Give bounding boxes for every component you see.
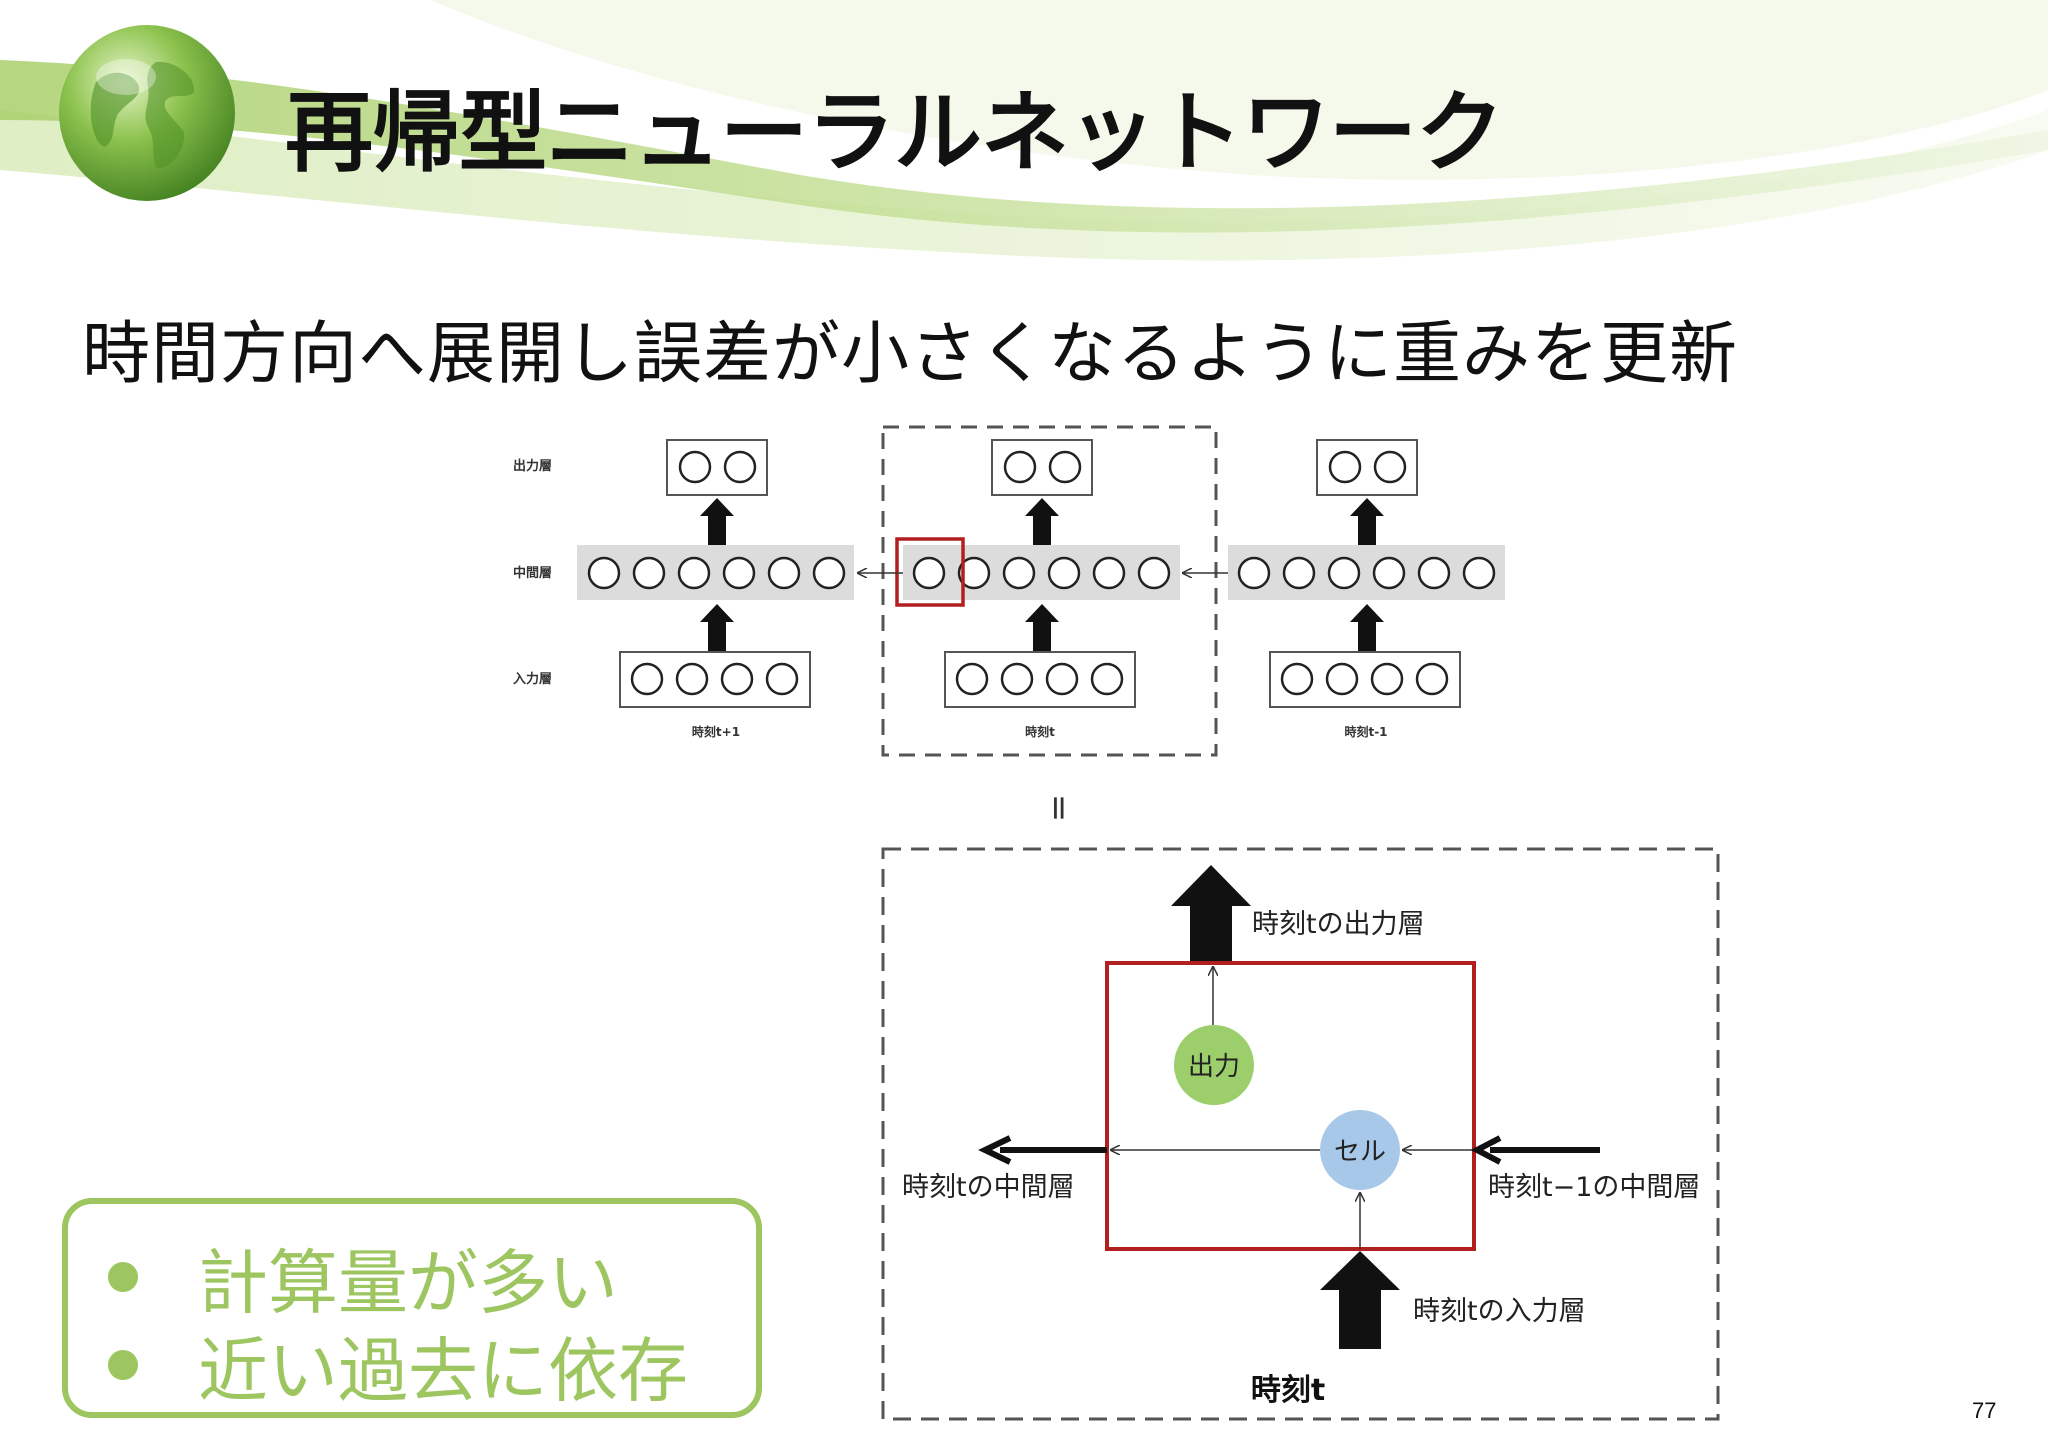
output-node-label: 出力 — [1188, 1052, 1240, 1082]
layer-label-output: 出力層 — [513, 458, 552, 474]
output-neuron — [678, 450, 712, 484]
output-neuron — [1373, 450, 1407, 484]
cell-diagram-frame — [881, 847, 1720, 1421]
input-neuron — [675, 662, 709, 696]
input-neuron — [720, 662, 754, 696]
note-item: 計算量が多い — [108, 1232, 618, 1324]
input-neuron — [1325, 662, 1359, 696]
hidden-neuron — [1372, 556, 1406, 590]
notes-box: 計算量が多い 近い過去に依存 — [62, 1198, 762, 1418]
time-label: 時刻t — [1025, 724, 1055, 739]
output-arrow — [1171, 865, 1251, 963]
input-neuron — [1090, 662, 1124, 696]
up-arrow — [1025, 498, 1059, 545]
note-text: 近い過去に依存 — [198, 1329, 688, 1412]
hidden-neuron — [677, 556, 711, 590]
bullet-icon — [108, 1350, 138, 1380]
hidden-neuron — [1417, 556, 1451, 590]
input-neuron — [765, 662, 799, 696]
output-neuron — [1048, 450, 1082, 484]
input-arrow — [1320, 1251, 1400, 1349]
timestep-column-t-minus-1: 時刻t-1 — [1228, 439, 1505, 739]
up-arrow — [1025, 604, 1059, 651]
timestep-t-frame — [881, 425, 1218, 757]
hidden-neuron — [632, 556, 666, 590]
input-layer-label: 時刻tの入力層 — [1413, 1296, 1586, 1327]
cell-time-label: 時刻t — [1251, 1373, 1325, 1408]
input-neuron — [630, 662, 664, 696]
hidden-neuron — [722, 556, 756, 590]
timestep-column-t: 時刻t — [895, 439, 1180, 739]
hidden-neuron — [1462, 556, 1496, 590]
input-neuron — [1415, 662, 1449, 696]
time-label: 時刻t-1 — [1344, 724, 1387, 739]
output-layer-label: 時刻tの出力層 — [1252, 909, 1425, 940]
hidden-layer-band — [577, 545, 854, 600]
hidden-neuron — [767, 556, 801, 590]
hidden-layer-band — [1228, 545, 1505, 600]
bullet-icon — [108, 1262, 138, 1292]
slide-title: 再帰型ニューラルネットワーク — [285, 81, 1504, 184]
up-arrow — [700, 604, 734, 651]
input-neuron — [1370, 662, 1404, 696]
hidden-neuron — [812, 556, 846, 590]
equals-sign: = — [1039, 794, 1079, 823]
globe-icon — [59, 25, 235, 201]
hidden-neuron — [1282, 556, 1316, 590]
input-neuron — [1280, 662, 1314, 696]
layer-label-hidden: 中間層 — [513, 565, 552, 581]
hidden-in-arrowhead — [1470, 1135, 1502, 1165]
hidden-neuron — [1137, 556, 1171, 590]
hidden-neuron — [1237, 556, 1271, 590]
hidden-out-arrowhead — [978, 1135, 1012, 1165]
output-neuron — [1328, 450, 1362, 484]
hidden-out-label: 時刻tの中間層 — [902, 1172, 1075, 1203]
time-label: 時刻t+1 — [692, 724, 740, 739]
note-text: 計算量が多い — [198, 1241, 618, 1324]
input-neuron — [955, 662, 989, 696]
up-arrow — [1350, 604, 1384, 651]
output-node — [1174, 1025, 1254, 1105]
cell-node — [1320, 1110, 1400, 1190]
up-arrow — [700, 498, 734, 545]
slide-subtitle: 時間方向へ展開し誤差が小さくなるように重みを更新 — [82, 315, 1739, 394]
cell-box — [1105, 961, 1476, 1251]
hidden-neuron — [1327, 556, 1361, 590]
up-arrow — [1350, 498, 1384, 545]
output-neuron — [723, 450, 757, 484]
hidden-layer-band — [903, 545, 1180, 600]
hidden-neuron — [587, 556, 621, 590]
highlighted-cell-box — [895, 537, 965, 607]
page-number: 77 — [1972, 1398, 1997, 1423]
input-neuron — [1000, 662, 1034, 696]
hidden-neuron — [957, 556, 991, 590]
hidden-neuron — [1092, 556, 1126, 590]
timestep-column-t-plus-1: 時刻t+1 — [577, 439, 854, 739]
note-item: 近い過去に依存 — [108, 1320, 688, 1412]
output-neuron — [1003, 450, 1037, 484]
hidden-neuron — [1047, 556, 1081, 590]
hidden-in-label: 時刻t−1の中間層 — [1488, 1172, 1700, 1203]
hidden-neuron — [912, 556, 946, 590]
input-neuron — [1045, 662, 1079, 696]
hidden-neuron — [1002, 556, 1036, 590]
layer-label-input: 入力層 — [513, 671, 552, 687]
cell-node-label: セル — [1334, 1137, 1386, 1167]
